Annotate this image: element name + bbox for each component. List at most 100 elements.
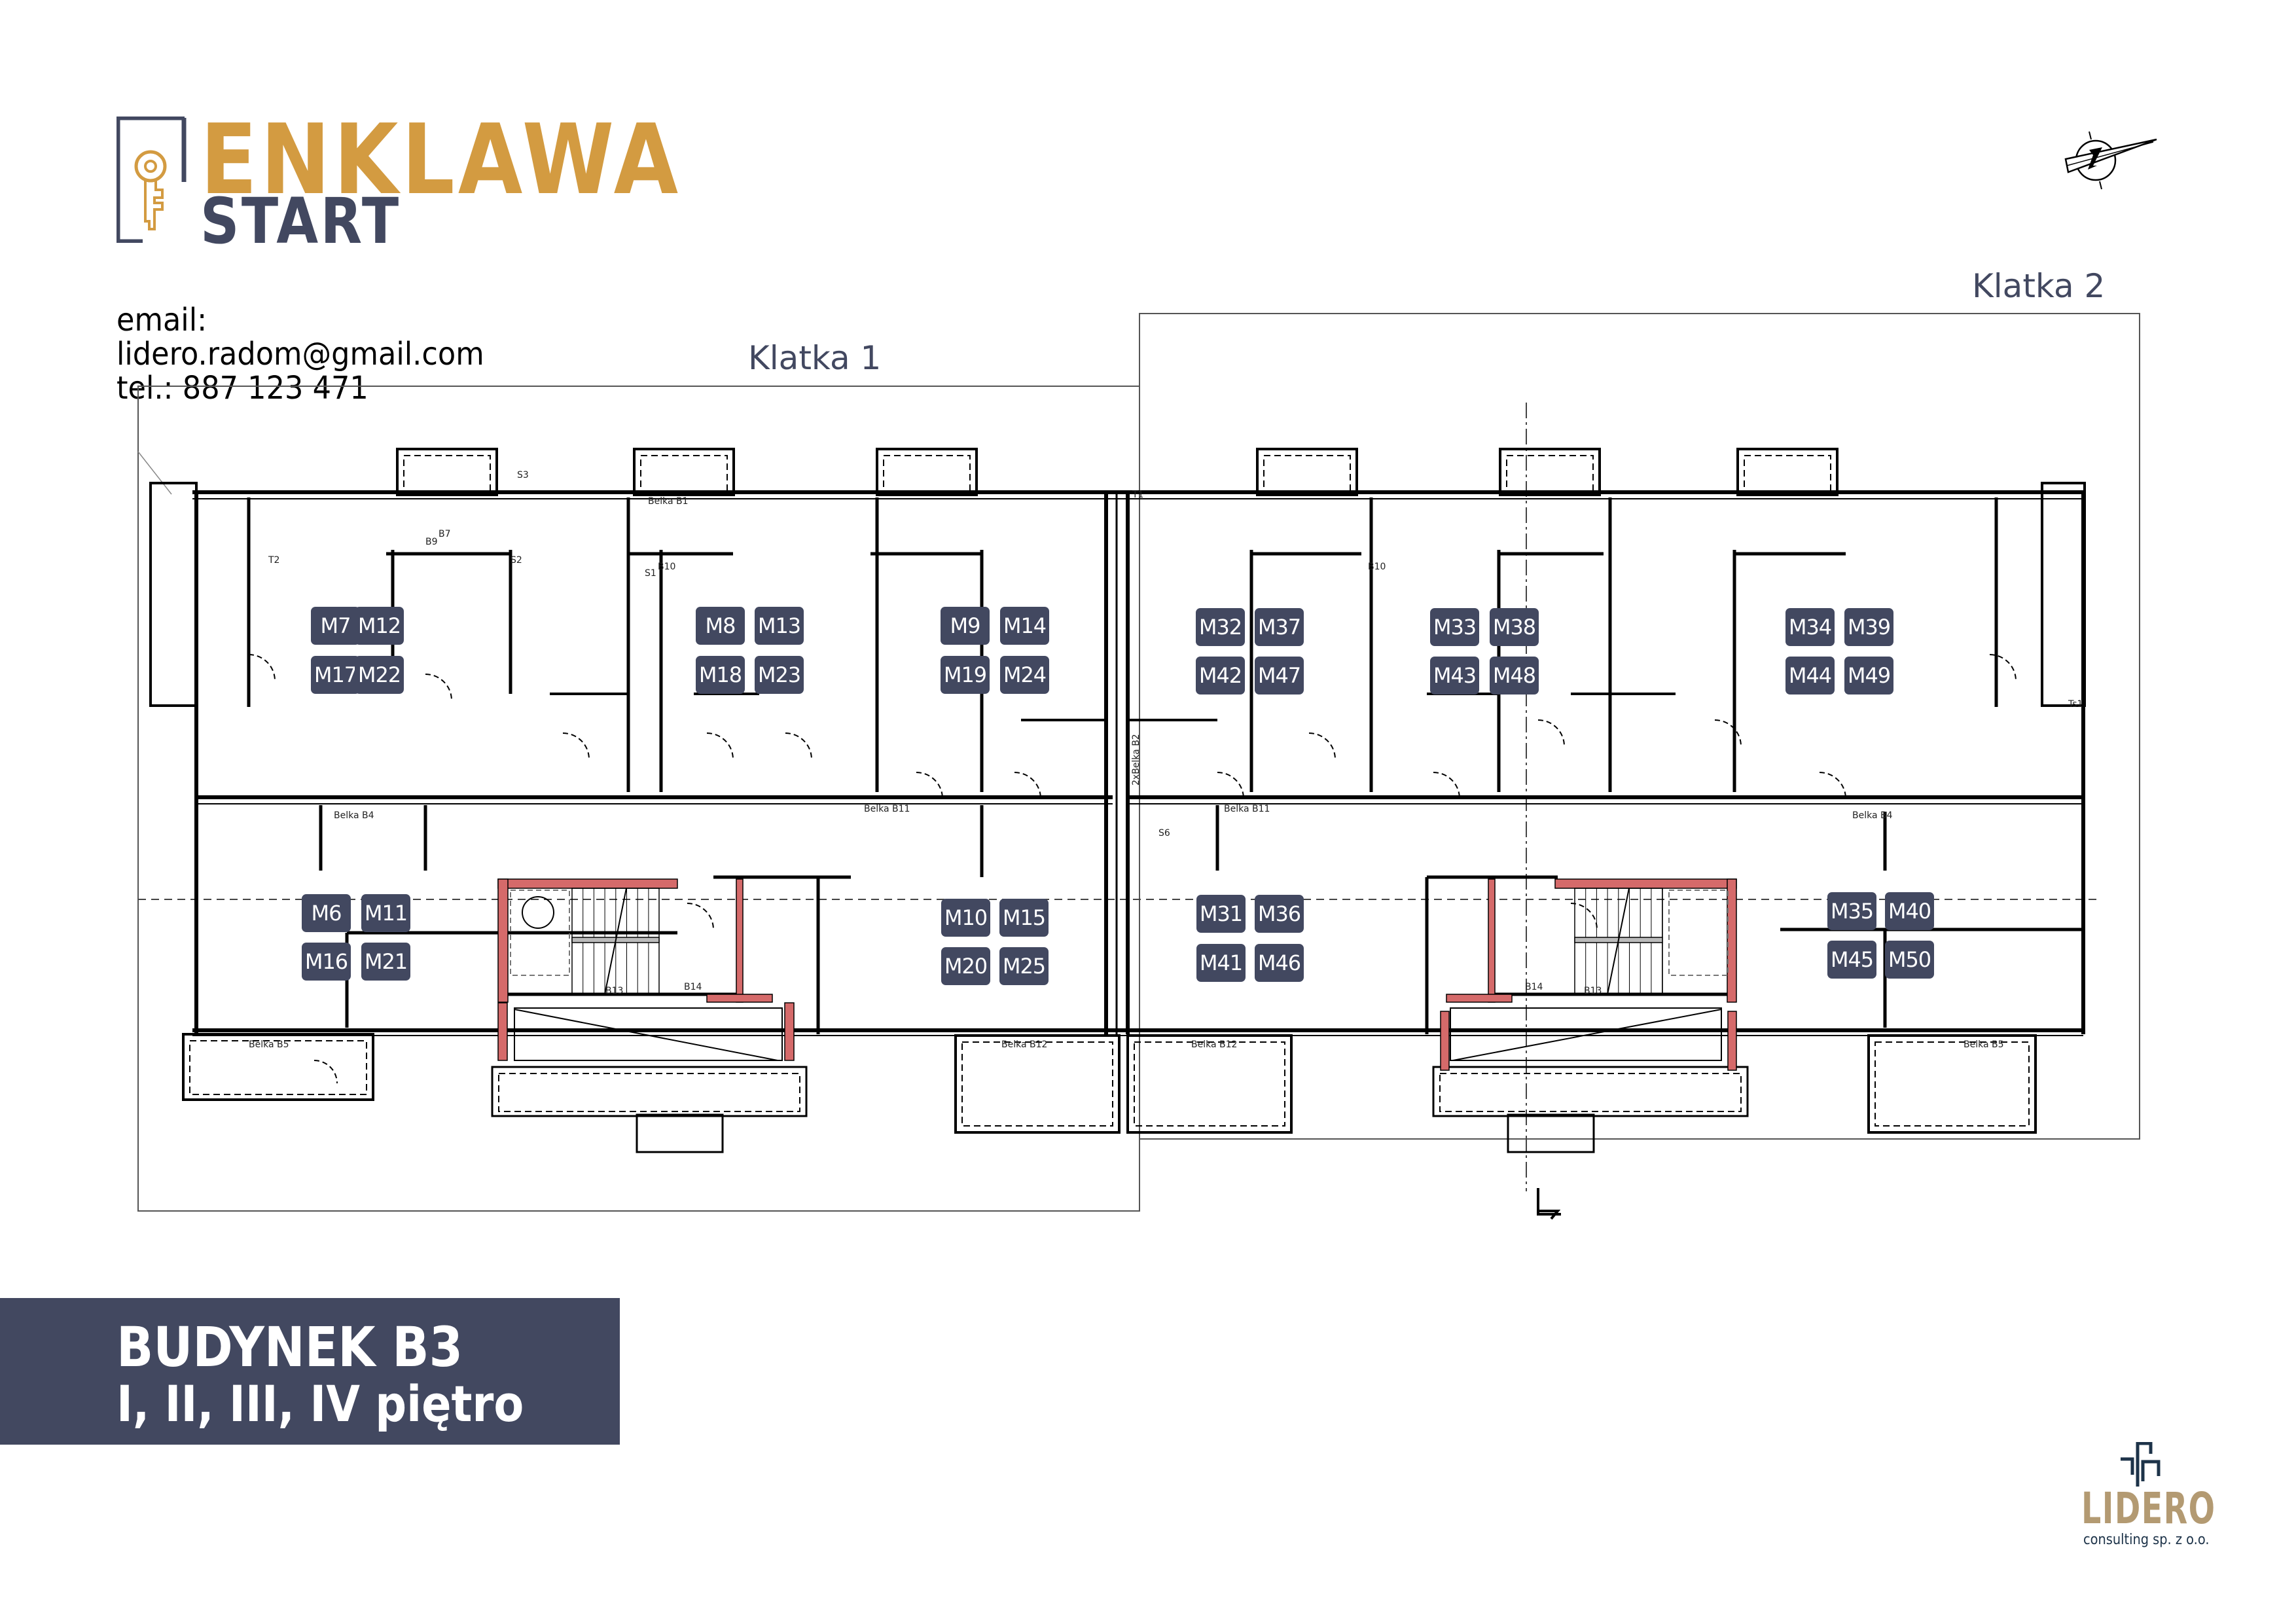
wall-outline: [961, 1041, 1113, 1127]
unit-tag-m12[interactable]: M12: [355, 607, 404, 645]
doors-group: [248, 654, 2017, 1084]
company-subtitle: consulting sp. z o.o.: [2083, 1532, 2210, 1548]
plan-annotation: Belka B12: [1191, 1039, 1237, 1050]
plan-annotation: S3: [517, 470, 529, 480]
unit-tag-m45[interactable]: M45: [1827, 941, 1876, 979]
unit-tag-m18[interactable]: M18: [696, 656, 745, 694]
logo-wordmark-enklawa: ENKLAWA: [200, 103, 682, 216]
highlighted-wall: [736, 878, 744, 1003]
wall-outline: [954, 1034, 1121, 1134]
wall: [514, 1009, 778, 1061]
unit-tag-m46[interactable]: M46: [1255, 944, 1304, 982]
wall-outline: [182, 1033, 374, 1101]
unit-tag-m8[interactable]: M8: [696, 607, 745, 645]
wall-outline: [636, 1113, 724, 1153]
wall-outline: [640, 455, 728, 496]
unit-tag-m48[interactable]: M48: [1490, 657, 1539, 695]
wall-outline: [403, 455, 491, 496]
unit-tag-m32[interactable]: M32: [1196, 608, 1245, 646]
unit-tag-m15[interactable]: M15: [999, 899, 1049, 937]
unit-tag-m22[interactable]: M22: [355, 656, 404, 694]
plan-annotation: S2: [511, 555, 522, 566]
door-swing: [562, 732, 590, 760]
unit-tag-m41[interactable]: M41: [1196, 944, 1246, 982]
staircase-label-2: Klatka 2: [1972, 267, 2106, 305]
highlighted-wall: [1446, 994, 1513, 1003]
wall-outline: [1450, 1007, 1722, 1061]
unit-tag-m17[interactable]: M17: [311, 656, 360, 694]
plan-annotation: Belka B4: [334, 810, 374, 821]
unit-tag-m44[interactable]: M44: [1785, 657, 1835, 695]
lidero-buildings-icon: [2121, 1442, 2161, 1487]
wall-outline: [2041, 482, 2086, 707]
plan-annotation: T2: [268, 555, 279, 566]
plan-annotation: Belka B11: [1224, 804, 1270, 814]
unit-tag-m23[interactable]: M23: [755, 656, 804, 694]
unit-tag-m34[interactable]: M34: [1785, 608, 1835, 646]
lift-shaft: [1668, 890, 1729, 976]
plan-annotation: 2xBelka B2: [1131, 734, 1141, 785]
unit-tag-m11[interactable]: M11: [361, 894, 410, 932]
building-banner: [0, 1298, 620, 1445]
wall-outline: [491, 1066, 808, 1117]
wall-outline: [1439, 1073, 1742, 1112]
unit-tag-m36[interactable]: M36: [1255, 895, 1304, 933]
plan-annotation: T1: [1132, 490, 1143, 500]
unit-tag-m38[interactable]: M38: [1490, 608, 1539, 646]
floor-levels: I, II, III, IV piętro: [117, 1375, 524, 1433]
door-swing: [785, 732, 812, 760]
wall-outline: [498, 1073, 800, 1112]
walls-group: [149, 448, 2086, 1153]
logo-wordmark-start: START: [200, 185, 401, 258]
highlighted-wall: [706, 994, 773, 1003]
unit-tag-m50[interactable]: M50: [1885, 941, 1934, 979]
unit-tag-m49[interactable]: M49: [1844, 657, 1893, 695]
plan-annotation: B10: [658, 562, 675, 572]
door-swing: [1217, 772, 1244, 799]
unit-tag-m13[interactable]: M13: [755, 607, 804, 645]
unit-tag-m37[interactable]: M37: [1255, 608, 1304, 646]
unit-tag-m47[interactable]: M47: [1255, 657, 1304, 695]
door-swing: [1819, 772, 1846, 799]
key-door-logo-icon: [117, 117, 187, 243]
wall-outline: [1263, 455, 1351, 496]
plan-annotation: Belka B5: [1964, 1039, 2004, 1050]
unit-tag-m35[interactable]: M35: [1827, 892, 1876, 930]
highlighted-wall: [497, 878, 678, 889]
unit-tag-m14[interactable]: M14: [1000, 607, 1049, 645]
unit-tag-m16[interactable]: M16: [302, 943, 351, 981]
stairs-group: [510, 888, 1729, 995]
email-link[interactable]: lidero.radom@gmail.com: [117, 336, 484, 372]
highlighted-wall: [497, 878, 509, 1003]
building-title: BUDYNEK B3: [117, 1315, 463, 1379]
unit-tag-m24[interactable]: M24: [1000, 656, 1049, 694]
unit-tag-m9[interactable]: M9: [941, 607, 990, 645]
door-swing: [1714, 719, 1742, 747]
unit-tag-m10[interactable]: M10: [941, 899, 990, 937]
phone-number[interactable]: tel.: 887 123 471: [117, 370, 368, 406]
unit-tag-m25[interactable]: M25: [999, 947, 1049, 985]
unit-tag-m39[interactable]: M39: [1844, 608, 1893, 646]
unit-tag-m31[interactable]: M31: [1196, 895, 1246, 933]
unit-tag-m40[interactable]: M40: [1885, 892, 1934, 930]
unit-tag-m7[interactable]: M7: [311, 607, 360, 645]
unit-tag-m19[interactable]: M19: [941, 656, 990, 694]
wall-outline: [1874, 1041, 2030, 1127]
door-swing: [1308, 732, 1336, 760]
highlighted-wall: [784, 1002, 795, 1061]
plan-annotation: B14: [1525, 982, 1543, 992]
unit-tag-m33[interactable]: M33: [1430, 608, 1479, 646]
unit-tag-m6[interactable]: M6: [302, 894, 351, 932]
unit-tag-m20[interactable]: M20: [941, 947, 990, 985]
unit-tag-m43[interactable]: M43: [1430, 657, 1479, 695]
contact-info: email: lidero.radom@gmail.com tel.: 887 …: [117, 303, 484, 405]
unit-tag-m42[interactable]: M42: [1196, 657, 1245, 695]
door-swing: [706, 732, 734, 760]
wall-outline: [1134, 1041, 1285, 1127]
door-swing: [687, 903, 714, 930]
unit-tag-m21[interactable]: M21: [361, 943, 410, 981]
plan-annotation: Belka B4: [1852, 810, 1893, 821]
wall: [1452, 1009, 1722, 1061]
door-swing: [1570, 903, 1598, 930]
